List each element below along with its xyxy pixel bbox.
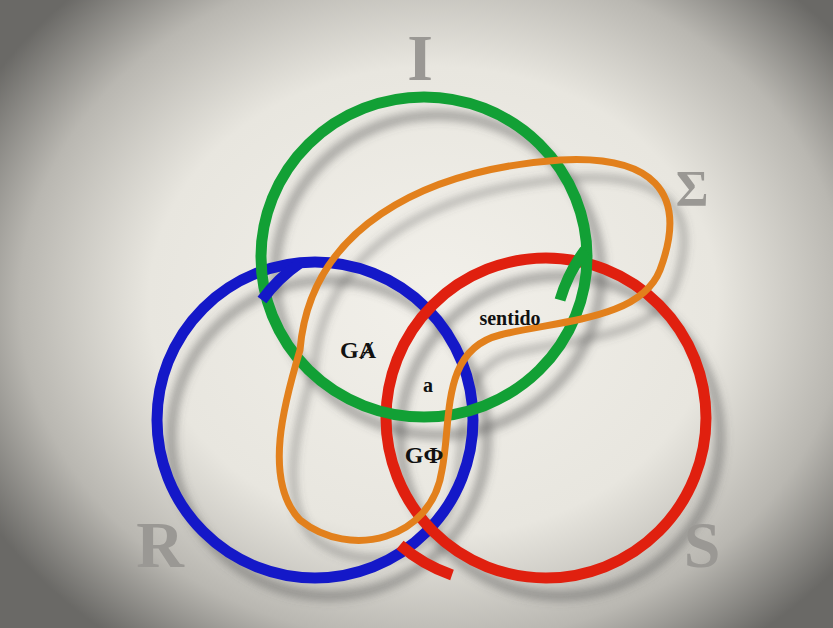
- register-letter: I: [407, 25, 433, 91]
- knot-term: GȺ: [340, 338, 376, 362]
- register-letter: S: [684, 512, 721, 578]
- register-letter: R: [136, 512, 184, 578]
- knot-term: sentido: [479, 308, 540, 328]
- sinthome-loop: [279, 160, 670, 541]
- ring-crossing: [262, 263, 300, 300]
- register-letter: Σ: [676, 163, 709, 213]
- imaginary-ring: [261, 97, 587, 417]
- knot-term: a: [423, 375, 433, 395]
- ring-crossing: [400, 545, 452, 575]
- knot-term: GΦ: [405, 443, 444, 467]
- ring-shadows: [171, 115, 720, 596]
- ring-crossing: [560, 250, 585, 300]
